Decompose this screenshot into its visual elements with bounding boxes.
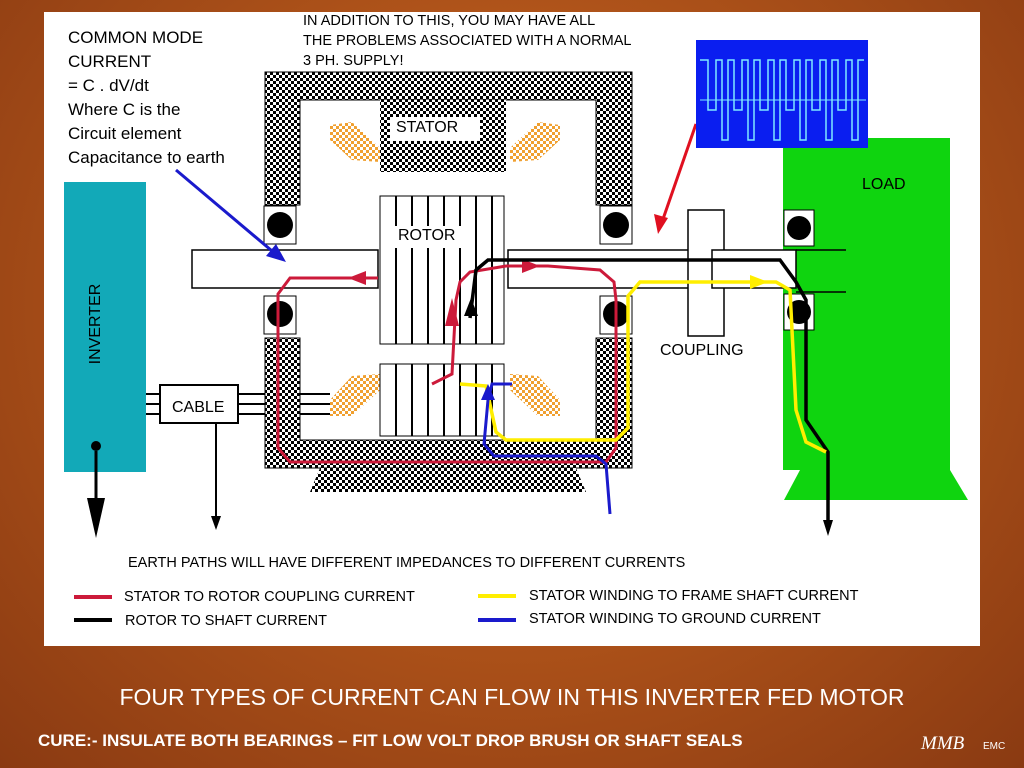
inverter-label: INVERTER (87, 283, 104, 365)
bearing-right-top (599, 205, 633, 245)
blue-arrow-up (481, 384, 495, 400)
winding-bottom-right (510, 374, 560, 416)
legend-blue-label: STATOR WINDING TO GROUND CURRENT (529, 611, 821, 627)
red-current-path (276, 264, 618, 464)
stator-label: STATOR (396, 119, 459, 136)
black-current-path (468, 258, 830, 520)
earth-paths-note: EARTH PATHS WILL HAVE DIFFERENT IMPEDANC… (128, 555, 686, 571)
stator-label-bg (390, 117, 480, 141)
common-mode-line: Capacitance to earth (68, 148, 225, 167)
supply-note-line: THE PROBLEMS ASSOCIATED WITH A NORMAL (303, 33, 632, 49)
common-mode-line: COMMON MODE (68, 28, 204, 47)
brand-sub: EMC (983, 741, 1006, 752)
yellow-arrow-right (750, 275, 768, 289)
shaft-left (191, 249, 379, 289)
red-arrow-up (445, 298, 459, 326)
cure-text: CURE:- INSULATE BOTH BEARINGS – FIT LOW … (38, 731, 743, 750)
inverter-block (64, 182, 146, 472)
brand-logo: MMB (921, 733, 965, 754)
pwm-waveform-trace (700, 59, 864, 141)
load-label: LOAD (862, 176, 906, 193)
yellow-current-path (459, 280, 827, 454)
supply-note: IN ADDITION TO THIS, YOU MAY HAVE ALL TH… (303, 11, 703, 71)
black-arrow-up (464, 298, 478, 316)
bearing-load-top (783, 209, 815, 247)
cable-label: CABLE (172, 399, 225, 416)
common-mode-line: CURRENT (68, 52, 152, 71)
rotor-label: ROTOR (398, 227, 456, 244)
legend-black-label: ROTOR TO SHAFT CURRENT (125, 613, 327, 629)
supply-note-line: IN ADDITION TO THIS, YOU MAY HAVE ALL (303, 13, 596, 29)
load-block (783, 138, 968, 500)
bearing-load-bottom (783, 293, 815, 331)
blue-current-path (482, 382, 612, 515)
common-mode-arrowhead (266, 244, 286, 262)
supply-pointer (660, 123, 698, 223)
legend-yellow-label: STATOR WINDING TO FRAME SHAFT CURRENT (529, 588, 859, 604)
stator-frame-top (264, 71, 633, 206)
cable-box (159, 384, 239, 424)
common-mode-line: = C . dV/dt (68, 76, 149, 95)
bearing-left-top (263, 205, 297, 245)
black-earth-arrow (823, 520, 833, 536)
winding-top-left (330, 122, 380, 162)
supply-arrowhead (654, 214, 668, 234)
winding-bottom-left (330, 374, 380, 416)
inverter-terminal (91, 441, 101, 451)
legend-red-label: STATOR TO ROTOR COUPLING CURRENT (124, 589, 415, 605)
winding-top-right (510, 122, 560, 162)
inverter-earth-arrow (87, 498, 105, 538)
coupling-label: COUPLING (660, 342, 744, 359)
slide-title: FOUR TYPES OF CURRENT CAN FLOW IN THIS I… (119, 684, 905, 710)
rotor-label-bg (392, 226, 468, 248)
bearing-left-bottom (263, 295, 297, 335)
supply-note-line: 3 PH. SUPPLY! (303, 53, 404, 69)
common-mode-pointer (175, 168, 279, 258)
red-arrow-right (522, 259, 540, 273)
cable-earth-arrow (211, 516, 221, 530)
common-mode-line: Where C is the (68, 100, 181, 119)
stator-foot (310, 468, 586, 492)
common-mode-note: COMMON MODE CURRENT = C . dV/dt Where C … (68, 26, 268, 170)
common-mode-line: Circuit element (68, 124, 182, 143)
pwm-waveform (696, 40, 868, 148)
red-arrow-shaft (348, 271, 366, 285)
